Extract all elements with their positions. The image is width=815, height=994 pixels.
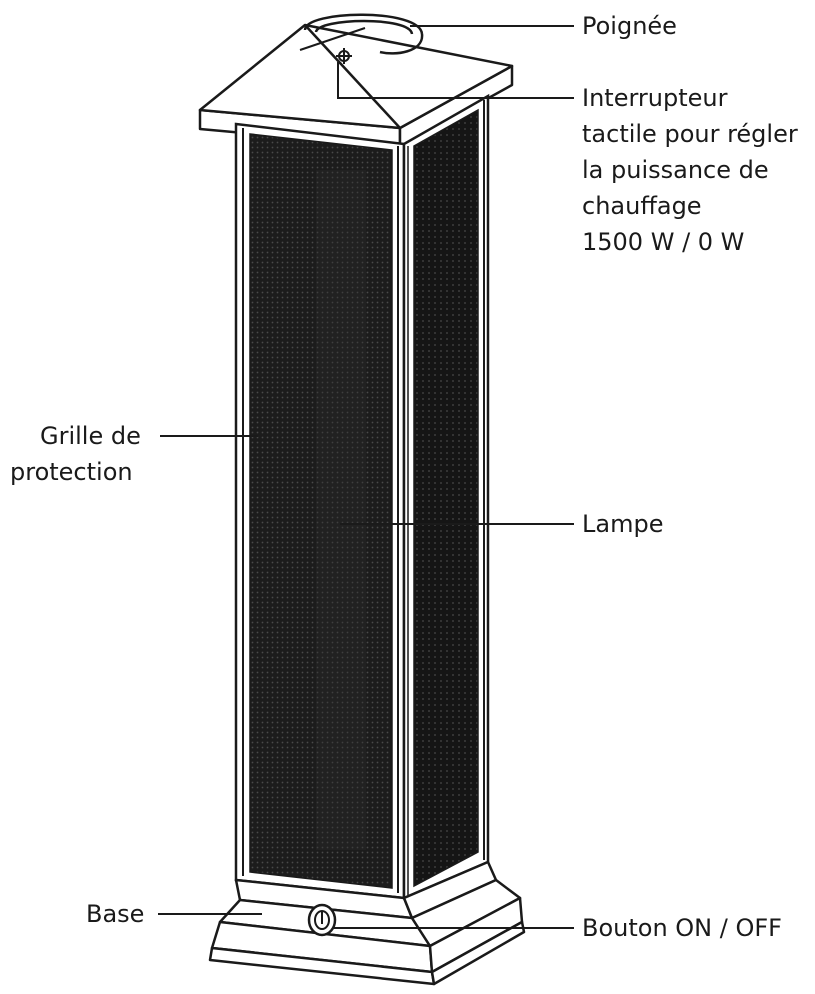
- touch-switch: [336, 48, 352, 64]
- label-grille-line-2: protection: [10, 458, 133, 486]
- label-switch-line-5: 1500 W / 0 W: [582, 228, 745, 256]
- power-button: [307, 903, 337, 937]
- label-grille-line-1: Grille de: [40, 422, 141, 450]
- column-body: [234, 93, 490, 900]
- label-lamp: Lampe: [582, 510, 664, 538]
- label-power-button: Bouton ON / OFF: [582, 914, 782, 942]
- roof-ridge-2: [299, 27, 366, 51]
- label-switch-line-3: la puissance de: [582, 156, 769, 184]
- leader-switch: [337, 62, 574, 99]
- base: [208, 860, 526, 986]
- side-mesh: [413, 108, 479, 888]
- label-handle: Poignée: [582, 12, 677, 40]
- label-switch-line-1: Interrupteur: [582, 84, 728, 112]
- leader-lines: [158, 25, 574, 929]
- lamp-tube: [316, 170, 366, 850]
- roof-top: [198, 23, 514, 130]
- label-switch-line-2: tactile pour régler: [582, 120, 798, 148]
- label-base: Base: [86, 900, 145, 928]
- base-foot-side: [430, 920, 526, 986]
- label-switch-line-4: chauffage: [582, 192, 702, 220]
- front-mesh: [249, 133, 393, 889]
